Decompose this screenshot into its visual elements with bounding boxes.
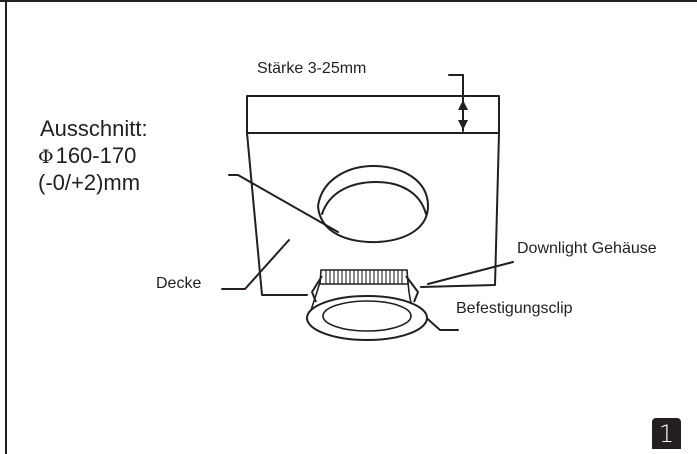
thickness-arrow-down [458, 120, 468, 130]
cutout-tolerance-label: (-0/+2)mm [38, 170, 141, 195]
ceiling-panel-edge [246, 95, 500, 134]
thickness-arrow-up [458, 100, 468, 110]
ceiling-panel-left-side [246, 132, 308, 296]
downlight-heatsink [319, 269, 409, 285]
housing-label: Downlight Gehäuse [517, 240, 657, 257]
diameter-symbol: Φ [38, 146, 54, 168]
downlight-lens [322, 300, 412, 332]
clip-right [405, 275, 420, 303]
cutout-title-label: Ausschnitt: [40, 116, 148, 141]
page-number: 1 [658, 420, 675, 448]
cutout-hole [317, 165, 429, 244]
clip-label: Befestigungsclip [456, 300, 573, 317]
cutout-diameter-line: Φ160-170 [38, 143, 136, 169]
downlight-fixture [306, 269, 428, 341]
ceiling-panel-right-side [420, 132, 500, 288]
ceiling-leader [221, 239, 290, 290]
ceiling-label: Decke [156, 275, 202, 292]
cutout-leader [228, 174, 339, 233]
clip-left [310, 275, 323, 303]
housing-leader [427, 261, 514, 285]
cutout-inner-edge [321, 181, 427, 215]
cutout-diameter-label: 160-170 [55, 143, 137, 168]
page-number-badge: 1 [652, 418, 681, 449]
thickness-label: Stärke 3-25mm [257, 60, 367, 77]
